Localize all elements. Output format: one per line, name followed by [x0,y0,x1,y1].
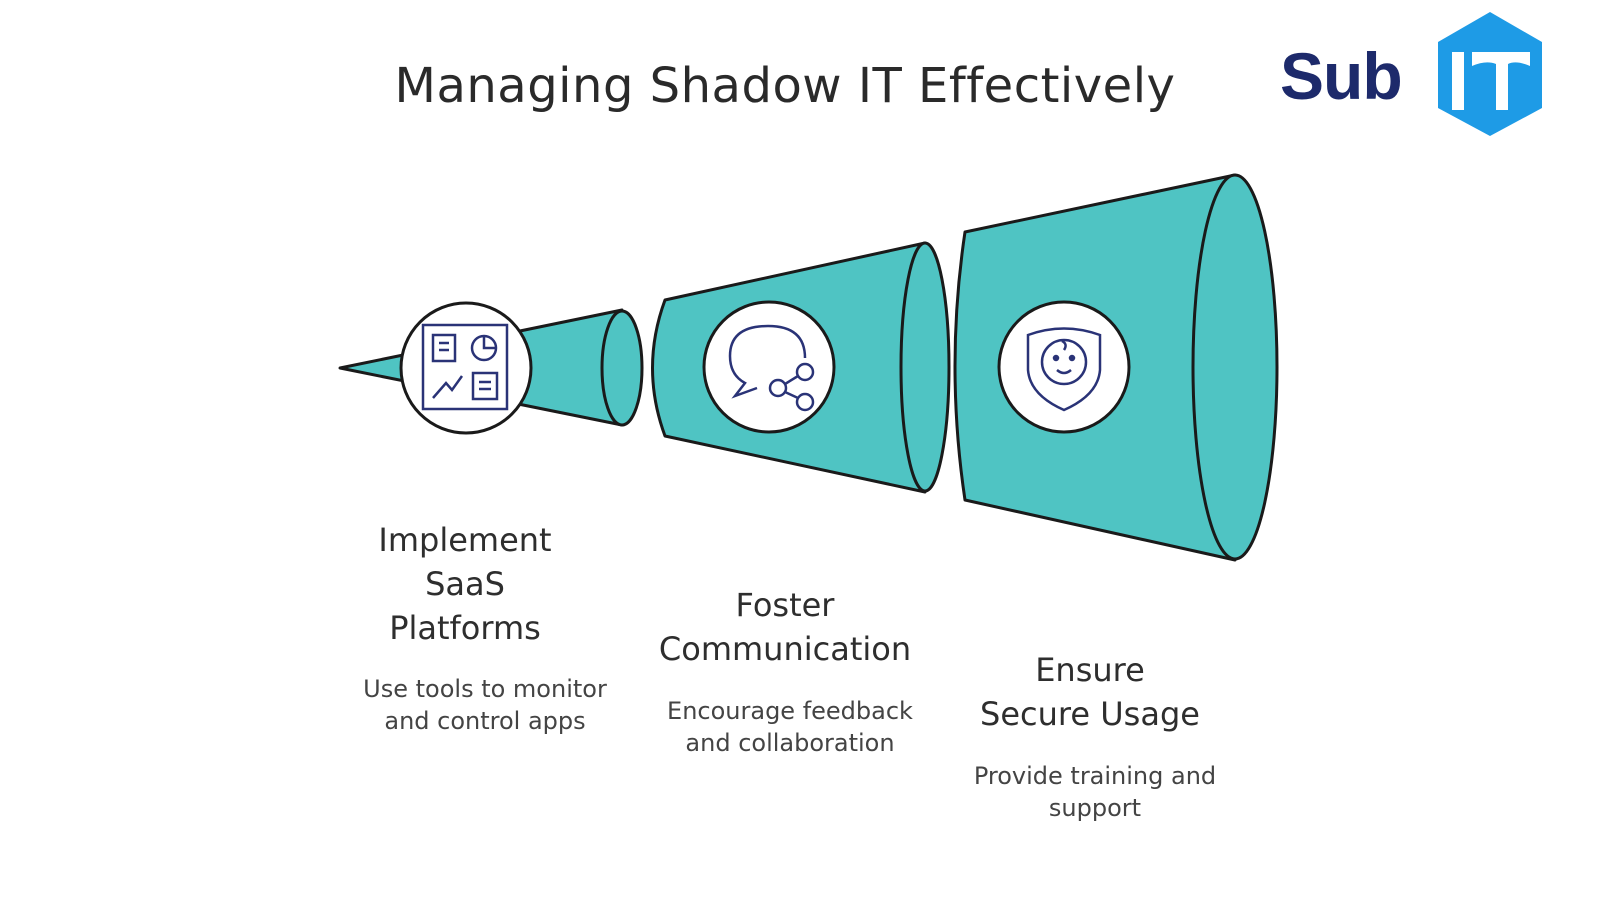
heading-line: Ensure [1035,651,1145,689]
stage-3-description: Provide training and support [935,760,1255,824]
chat-share-icon [728,324,815,412]
heading-line: Implement [378,521,552,559]
logo-text: Sub [1280,39,1403,113]
subit-logo: Sub [1280,10,1550,140]
description-line: and control apps [384,707,586,735]
heading-line: Foster [735,586,835,624]
description-line: support [1048,794,1142,822]
stage-3-icon-circle [997,300,1131,434]
description-line: Use tools to monitor [363,675,607,703]
stage-2-description: Encourage feedback and collaboration [630,695,950,759]
funnel-segment-1-face [600,309,644,427]
page-title: Managing Shadow IT Effectively [394,58,1176,114]
dashboard-icon [421,323,509,411]
description-line: Provide training and [973,762,1217,790]
description-line: and collaboration [685,729,895,757]
heading-line: SaaS [425,565,505,603]
funnel-segment-3-face [1191,173,1279,561]
heading-line: Secure Usage [980,695,1200,733]
shield-user-icon [1026,327,1102,412]
heading-line: Platforms [389,609,541,647]
stage-3-heading: Ensure Secure Usage [935,648,1245,736]
stage-1-heading: Implement SaaS Platforms [330,518,600,650]
funnel-segment-2-face [899,241,951,493]
stage-1-description: Use tools to monitor and control apps [325,673,645,737]
logo-badge-icon [1438,12,1542,136]
stage-2-heading: Foster Communication [615,583,955,671]
heading-line: Communication [658,630,912,668]
stage-1-icon-circle [399,301,533,435]
stage-2-icon-circle [702,300,836,434]
description-line: Encourage feedback [667,697,913,725]
